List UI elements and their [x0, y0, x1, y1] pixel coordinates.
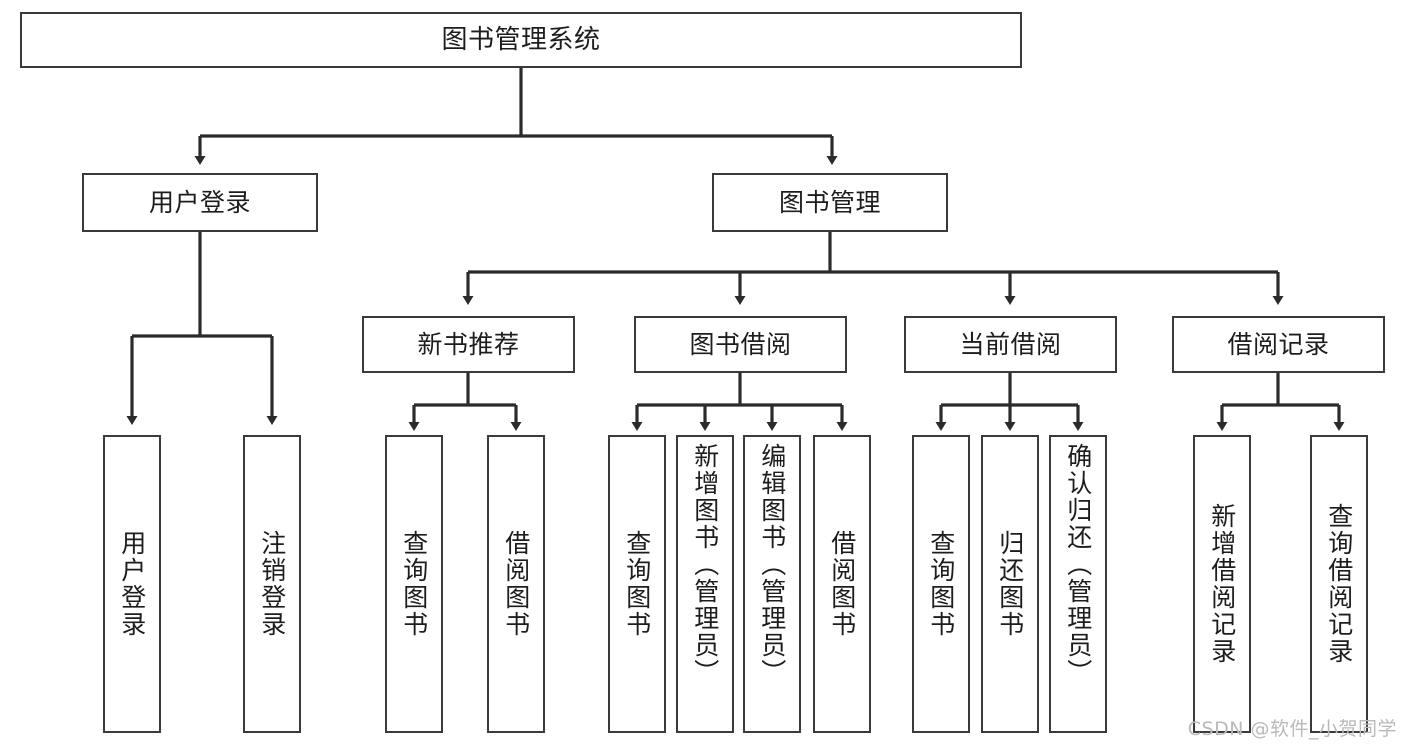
- node-new-book-recommend[interactable]: 新书推荐: [362, 316, 575, 373]
- watermark: CSDN @软件_小贺同学: [1187, 718, 1397, 740]
- leaf-new-book-query-book[interactable]: 查询图书: [385, 435, 443, 733]
- leaf-label: 查询图书: [399, 530, 429, 638]
- node-label: 当前借阅: [959, 329, 1062, 359]
- leaf-label: 新增借阅记录: [1207, 503, 1237, 665]
- node-label: 用户登录: [148, 187, 251, 217]
- leaf-current-borrow-return-book[interactable]: 归还图书: [981, 435, 1039, 733]
- leaf-book-borrow-query-book[interactable]: 查询图书: [608, 435, 666, 733]
- node-borrow-record[interactable]: 借阅记录: [1172, 316, 1385, 373]
- leaf-label: 归还图书: [995, 530, 1025, 638]
- leaf-current-borrow-confirm-return-admin[interactable]: 确认归还（管理员）: [1049, 435, 1107, 733]
- leaf-book-borrow-add-book-admin[interactable]: 新增图书（管理员）: [676, 435, 734, 733]
- node-label: 图书管理系统: [441, 24, 601, 55]
- leaf-label: 新增图书（管理员）: [690, 443, 720, 686]
- node-book-borrow[interactable]: 图书借阅: [634, 316, 847, 373]
- leaf-borrow-record-query-record[interactable]: 查询借阅记录: [1310, 435, 1368, 733]
- node-label: 图书管理: [778, 187, 881, 217]
- node-book-management[interactable]: 图书管理: [712, 173, 948, 232]
- leaf-label: 借阅图书: [827, 530, 857, 638]
- node-label: 新书推荐: [417, 329, 520, 359]
- node-user-login[interactable]: 用户登录: [82, 173, 318, 232]
- node-root-book-management-system[interactable]: 图书管理系统: [20, 12, 1022, 68]
- leaf-label: 用户登录: [117, 530, 147, 638]
- leaf-label: 借阅图书: [501, 530, 531, 638]
- leaf-label: 查询借阅记录: [1324, 503, 1354, 665]
- leaf-new-book-borrow-book[interactable]: 借阅图书: [487, 435, 545, 733]
- leaf-user-login-logout[interactable]: 注销登录: [243, 435, 301, 733]
- node-label: 图书借阅: [689, 329, 792, 359]
- leaf-label: 查询图书: [622, 530, 652, 638]
- leaf-book-borrow-edit-book-admin[interactable]: 编辑图书（管理员）: [743, 435, 801, 733]
- leaf-label: 确认归还（管理员）: [1063, 443, 1093, 686]
- node-current-borrow[interactable]: 当前借阅: [904, 316, 1117, 373]
- node-label: 借阅记录: [1227, 329, 1330, 359]
- leaf-label: 注销登录: [257, 530, 287, 638]
- leaf-borrow-record-add-record[interactable]: 新增借阅记录: [1193, 435, 1251, 733]
- leaf-current-borrow-query-book[interactable]: 查询图书: [912, 435, 970, 733]
- leaf-label: 查询图书: [926, 530, 956, 638]
- leaf-label: 编辑图书（管理员）: [757, 443, 787, 686]
- leaf-user-login-login[interactable]: 用户登录: [103, 435, 161, 733]
- leaf-book-borrow-borrow-book[interactable]: 借阅图书: [813, 435, 871, 733]
